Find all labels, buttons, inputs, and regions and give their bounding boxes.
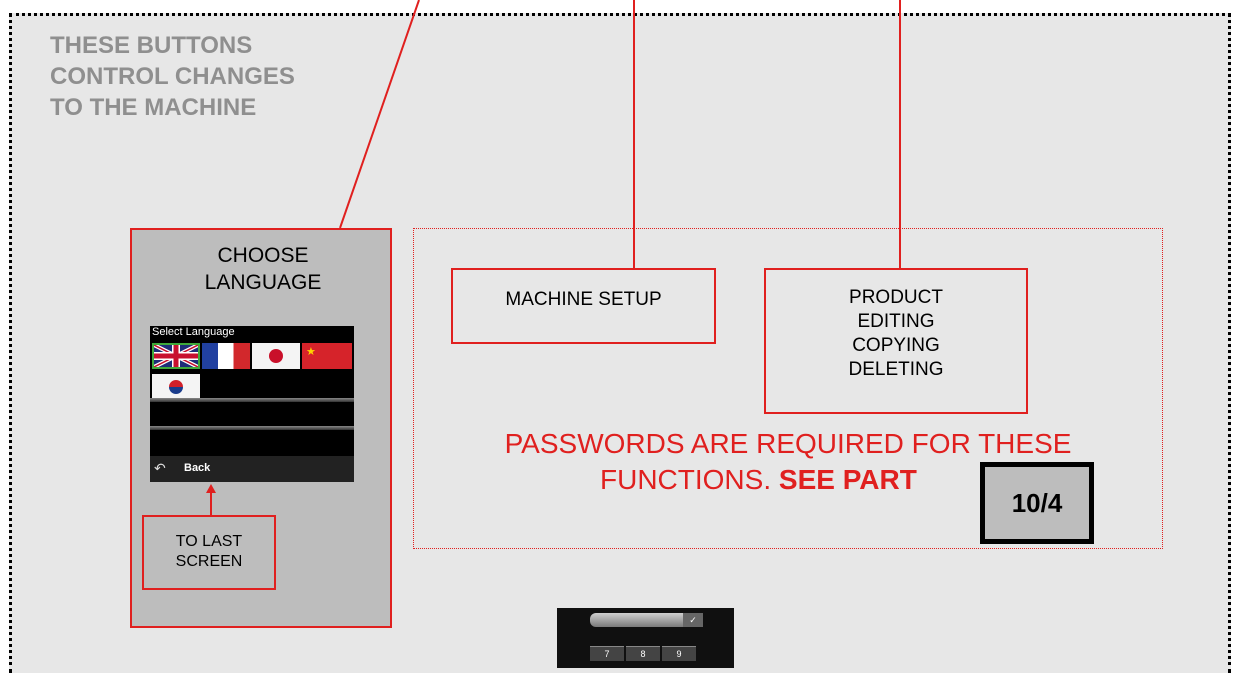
japan-flag-icon[interactable] [252,343,300,369]
password-note-plain: FUNCTIONS. [600,464,772,495]
list-divider [150,398,354,402]
back-label: Back [184,462,211,474]
language-callout-line [339,0,420,229]
keypad-keys: 7 8 9 [590,646,696,661]
heading-line: THESE BUTTONS [50,32,253,59]
product-editing-callout: PRODUCT EDITING COPYING DELETING [764,268,1028,414]
choose-language-title: CHOOSE LANGUAGE [204,244,322,294]
password-note-line2: FUNCTIONS. SEE PART [600,464,917,496]
keypad-key[interactable]: 8 [626,646,660,661]
korea-flag-icon[interactable] [152,374,200,400]
password-note-bold: SEE PART [778,464,917,495]
password-note-line1: PASSWORDS ARE REQUIRED FOR THESE [504,428,1072,459]
part-reference: 10/4 [980,462,1094,544]
heading-line: CONTROL CHANGES [50,63,295,90]
product-line: DELETING [848,359,944,380]
back-button[interactable]: ↶ Back [150,456,354,482]
keypad-key[interactable]: 7 [590,646,624,661]
product-line: COPYING [852,335,940,356]
keypad-input-field[interactable] [590,613,702,627]
list-divider [150,426,354,430]
back-pointer-arrow [206,484,216,516]
uk-flag-icon[interactable] [152,343,200,369]
callout-lines [339,0,901,268]
product-line: EDITING [857,311,935,332]
china-flag-icon[interactable] [302,343,352,369]
back-arrow-icon: ↶ [154,460,166,476]
language-screen: Select Language ↶ Back [150,326,354,482]
keypad-key[interactable]: 9 [662,646,696,661]
last-screen-callout: TO LAST SCREEN [142,515,276,590]
machine-setup-callout: MACHINE SETUP [451,268,716,344]
select-language-title: Select Language [152,326,235,338]
product-line: PRODUCT [849,287,943,308]
heading-line: TO THE MACHINE [50,94,257,121]
keypad-confirm-icon[interactable]: ✓ [683,613,703,627]
password-functions-box [413,228,1163,549]
keypad-screen-preview: ✓ 7 8 9 [557,608,734,668]
section-heading: THESE BUTTONS CONTROL CHANGES TO THE MAC… [50,30,370,123]
france-flag-icon[interactable] [202,343,250,369]
